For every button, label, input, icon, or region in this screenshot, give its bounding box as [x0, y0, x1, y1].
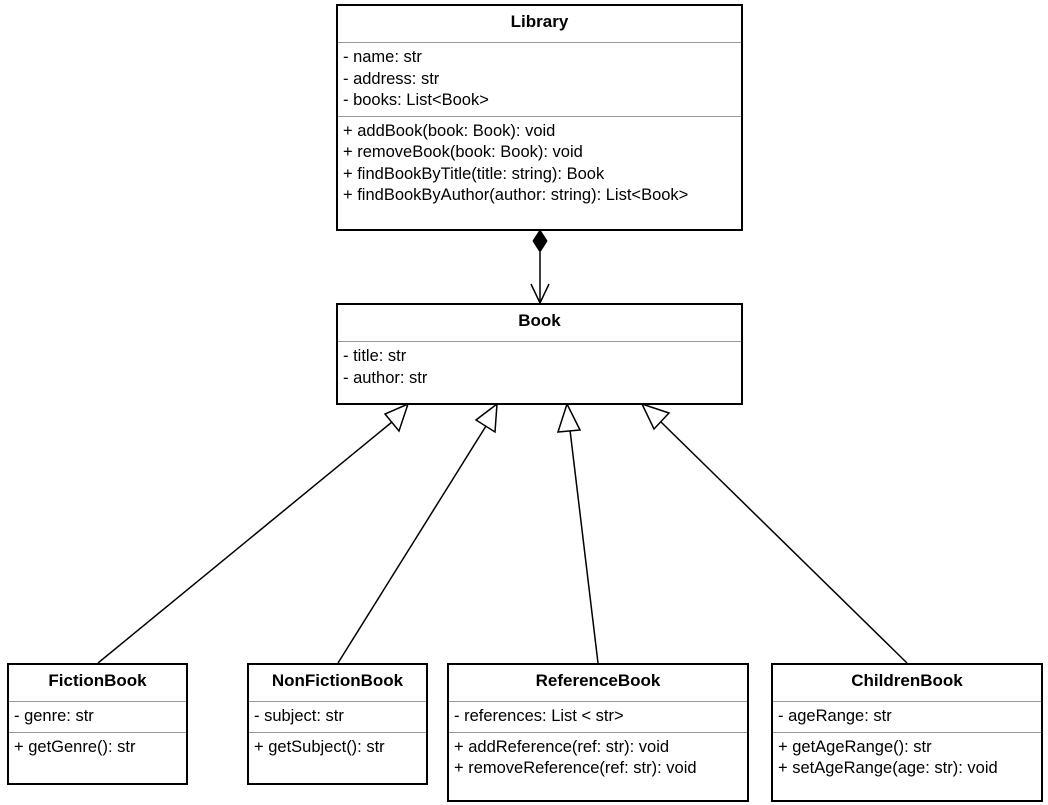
- method-row: + getAgeRange(): str: [778, 737, 932, 756]
- method-section: + addBook(book: Book): void + removeBook…: [338, 115, 741, 211]
- class-name: ReferenceBook: [535, 671, 661, 690]
- inheritance-triangle: [640, 402, 671, 431]
- inheritance-connector-reference: [556, 402, 599, 664]
- class-name: Book: [518, 311, 561, 330]
- method-section: + getSubject(): str: [249, 731, 426, 763]
- method-row: + addReference(ref: str): void: [454, 737, 670, 756]
- inheritance-connector-fiction: [97, 402, 410, 664]
- method-row: + getGenre(): str: [14, 737, 136, 756]
- inheritance-line: [660, 421, 908, 664]
- class-name: Library: [510, 12, 569, 31]
- attribute-row: - subject: str: [254, 707, 344, 725]
- composition-diamond: [532, 229, 548, 253]
- attribute-row: - ageRange: str: [778, 707, 892, 725]
- attribute-section: - ageRange: str: [773, 701, 1041, 732]
- attribute-row: - books: List<Book>: [343, 91, 489, 109]
- class-nonfiction-book[interactable]: NonFictionBook - subject: str + getSubje…: [247, 663, 428, 785]
- method-row: + setAgeRange(age: str): void: [778, 759, 998, 777]
- method-row: + removeReference(ref: str): void: [454, 759, 697, 777]
- method-row: + addBook(book: Book): void: [343, 121, 556, 140]
- attribute-section: - title: str - author: str: [338, 341, 741, 393]
- method-row: + findBookByAuthor(author: string): List…: [343, 186, 689, 204]
- attribute-section: - name: str - address: str - books: List…: [338, 42, 741, 116]
- inheritance-triangle: [556, 402, 582, 433]
- inheritance-connector-nonfiction: [337, 402, 498, 664]
- method-section: + getAgeRange(): str + setAgeRange(age: …: [773, 731, 1041, 784]
- inheritance-triangle: [383, 402, 410, 433]
- method-row: + getSubject(): str: [254, 737, 385, 756]
- class-name: FictionBook: [48, 671, 147, 690]
- attribute-section: - subject: str: [249, 701, 426, 732]
- attribute-section: - genre: str: [9, 701, 186, 732]
- attribute-row: - references: List < str>: [454, 707, 624, 725]
- method-row: + removeBook(book: Book): void: [343, 143, 583, 161]
- class-book[interactable]: Book - title: str - author: str: [336, 303, 743, 405]
- inheritance-line: [337, 425, 487, 664]
- method-section: + addReference(ref: str): void + removeR…: [449, 731, 747, 784]
- inheritance-triangle: [474, 402, 498, 434]
- class-reference-book[interactable]: ReferenceBook - references: List < str> …: [447, 663, 749, 802]
- inheritance-connector-children: [640, 402, 908, 664]
- class-name: NonFictionBook: [271, 671, 404, 690]
- class-fiction-book[interactable]: FictionBook - genre: str + getGenre(): s…: [7, 663, 188, 785]
- method-section: + getGenre(): str: [9, 731, 186, 763]
- attribute-row: - author: str: [343, 368, 428, 387]
- attribute-row: - address: str: [343, 69, 440, 88]
- attribute-section: - references: List < str>: [449, 701, 747, 732]
- composition-connector: [530, 229, 550, 305]
- inheritance-line: [97, 421, 393, 664]
- class-name: ChildrenBook: [851, 671, 963, 690]
- class-children-book[interactable]: ChildrenBook - ageRange: str + getAgeRan…: [771, 663, 1043, 802]
- inheritance-line: [569, 429, 599, 664]
- attribute-row: - genre: str: [14, 707, 94, 725]
- attribute-row: - title: str: [343, 347, 407, 365]
- attribute-row: - name: str: [343, 48, 422, 66]
- method-row: + findBookByTitle(title: string): Book: [343, 164, 605, 183]
- class-library[interactable]: Library - name: str - address: str - boo…: [336, 4, 743, 231]
